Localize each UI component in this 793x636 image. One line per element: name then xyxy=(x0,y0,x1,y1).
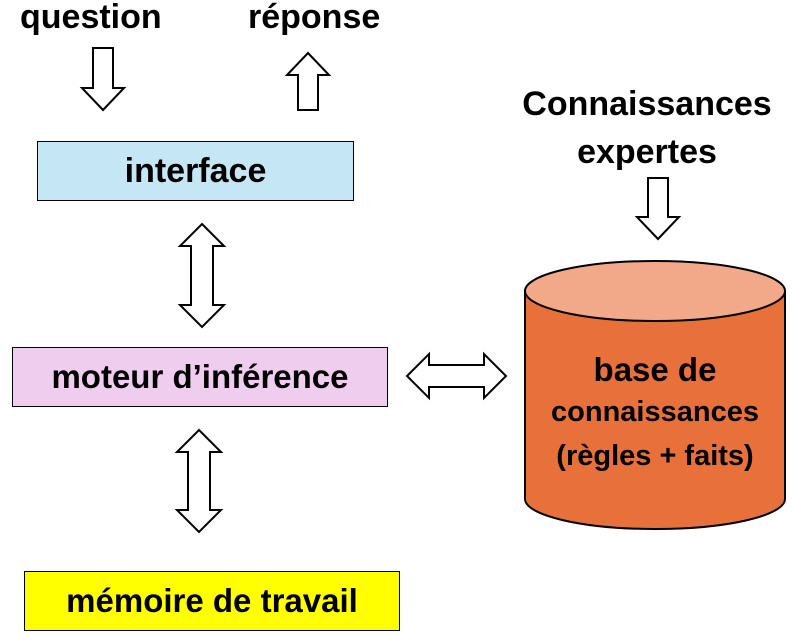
database-text: base de connaissances (règles + faits) xyxy=(525,350,785,478)
question-down-arrow xyxy=(79,47,127,112)
database-line2: connaissances xyxy=(551,396,759,428)
cylinder-top xyxy=(524,260,786,322)
database-line3: (règles + faits) xyxy=(556,440,754,472)
memoire-travail-box: mémoire de travail xyxy=(24,571,400,631)
interface-moteur-double-arrow xyxy=(177,222,227,329)
database-cylinder xyxy=(524,260,786,530)
memoire-travail-label: mémoire de travail xyxy=(66,582,358,619)
database-line1: base de xyxy=(593,351,717,388)
moteur-base-double-arrow xyxy=(405,351,508,401)
reponse-up-arrow xyxy=(284,51,332,111)
cylinder-body xyxy=(524,290,786,530)
moteur-inference-label: moteur d’inférence xyxy=(51,358,349,395)
question-label: question xyxy=(20,0,162,36)
connaissances-line1: Connaissances xyxy=(522,85,772,123)
moteur-inference-box: moteur d’inférence xyxy=(12,347,388,407)
connaissances-down-arrow xyxy=(634,177,682,241)
moteur-memoire-double-arrow xyxy=(174,428,224,534)
connaissances-expertes-label: Connaissances expertes xyxy=(512,80,782,176)
interface-box: interface xyxy=(37,141,354,201)
reponse-label: réponse xyxy=(248,0,381,36)
connaissances-line2: expertes xyxy=(577,133,717,171)
interface-label: interface xyxy=(124,151,267,190)
